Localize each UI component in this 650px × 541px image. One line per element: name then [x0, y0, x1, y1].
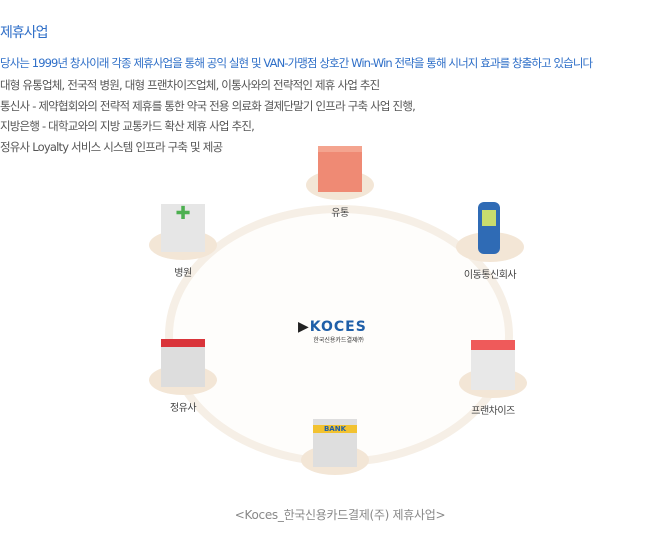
gas-station-icon [161, 339, 205, 387]
description-line: 대형 유통업체, 전국적 병원, 대형 프랜차이즈업체, 이통사와의 전략적인 … [0, 78, 380, 92]
bank-icon: BANK [313, 419, 357, 467]
node-label: 병원 [174, 268, 192, 279]
intro-text: 당사는 1999년 창사이래 각종 제휴사업을 통해 공익 실현 및 VAN-가… [0, 56, 593, 70]
node-mobile: 이동통신회사 [445, 202, 535, 281]
node-label: 유통 [331, 208, 349, 219]
node-label: 프랜차이즈 [471, 406, 515, 417]
logo-subtext: 한국신용카드결제㈜ [313, 337, 364, 344]
description-line: 지방은행 - 대학교와의 지방 교통카드 확산 제휴 사업 추진, [0, 119, 255, 133]
node-franchise: 프랜차이즈 [448, 340, 538, 417]
node-label: 정유사 [169, 403, 197, 414]
hospital-icon: ✚ [161, 204, 205, 252]
mobile-phone-icon [478, 202, 500, 254]
description-line: 정유사 Loyalty 서비스 시스템 인프라 구축 및 제공 [0, 140, 223, 154]
node-bank: BANK [290, 419, 380, 475]
page-title: 제휴사업 [0, 25, 49, 41]
logo-text: KOCES [309, 319, 367, 335]
node-hospital: ✚ 병원 [138, 204, 228, 279]
koces-logo: ▶KOCES 한국신용카드결제㈜ [298, 319, 367, 344]
description-line: 통신사 - 제약협회와의 전략적 제휴를 통한 약국 전용 의료화 결제단말기 … [0, 99, 416, 113]
node-label: 이동통신회사 [463, 270, 517, 281]
node-gas: 정유사 [138, 339, 228, 414]
bank-label: BANK [313, 425, 357, 433]
franchise-shop-icon [471, 340, 515, 390]
diagram-caption: <Koces_한국신용카드결제(주) 제휴사업> [234, 508, 446, 522]
store-icon [318, 146, 362, 192]
node-retail: 유통 [295, 146, 385, 219]
